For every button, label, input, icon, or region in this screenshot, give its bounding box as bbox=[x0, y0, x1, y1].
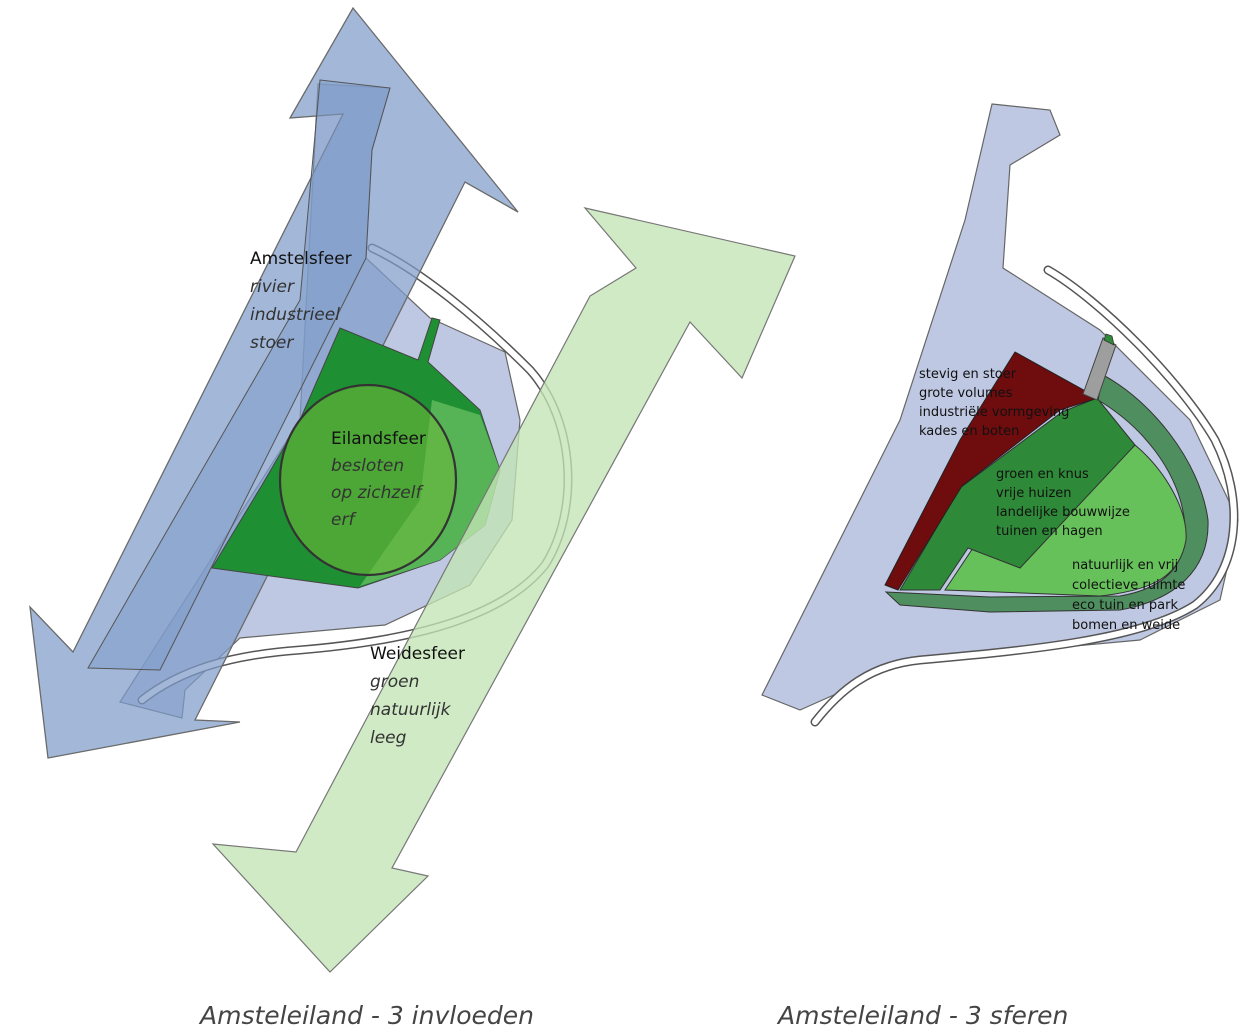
left-diagram: Amstelsfeer rivier industrieel stoer Eil… bbox=[29, 6, 796, 1030]
red-zone bbox=[884, 351, 1100, 591]
zone-red-line-4: kades en boten bbox=[919, 424, 1019, 439]
weidesfeer-line-1: groen bbox=[370, 672, 419, 692]
eilandsfeer-line-1: besloten bbox=[331, 456, 404, 476]
amstel-river-strip bbox=[87, 79, 391, 671]
amstelsfeer-label: Amstelsfeer rivier industrieel stoer bbox=[250, 249, 352, 353]
zone-green-line-1: groen en knus bbox=[996, 467, 1089, 482]
zone-green-label: groen en knus vrije huizen landelijke bo… bbox=[996, 467, 1130, 539]
zone-light-line-4: bomen en weide bbox=[1072, 618, 1180, 633]
eilandsfeer-title: Eilandsfeer bbox=[331, 429, 426, 449]
weidesfeer-title: Weidesfeer bbox=[370, 644, 465, 664]
weidesfeer-label: Weidesfeer groen natuurlijk leeg bbox=[370, 644, 465, 748]
zone-red-line-1: stevig en stoer bbox=[919, 367, 1017, 382]
weide-arrow bbox=[211, 207, 796, 973]
zone-green-line-4: tuinen en hagen bbox=[996, 524, 1103, 539]
zone-light-line-1: natuurlijk en vrij bbox=[1072, 558, 1178, 573]
amstelsfeer-title: Amstelsfeer bbox=[250, 249, 352, 269]
zone-red-line-2: grote volumes bbox=[919, 386, 1013, 401]
weidesfeer-line-3: leeg bbox=[370, 728, 407, 748]
zone-red-line-3: industriële vormgeving bbox=[919, 405, 1069, 420]
zone-red-label: stevig en stoer grote volumes industriël… bbox=[919, 367, 1069, 439]
zone-light-line-3: eco tuin en park bbox=[1072, 598, 1178, 613]
zone-green-line-2: vrije huizen bbox=[996, 486, 1072, 501]
eilandsfeer-line-2: op zichzelf bbox=[331, 483, 424, 503]
caption-left: Amsteleiland - 3 invloeden bbox=[198, 1001, 534, 1030]
zone-green-line-3: landelijke bouwwijze bbox=[996, 505, 1130, 520]
right-diagram: stevig en stoer grote volumes industriël… bbox=[761, 103, 1239, 1030]
amstelsfeer-line-2: industrieel bbox=[250, 305, 340, 325]
eilandsfeer-line-3: erf bbox=[331, 510, 357, 530]
mid-green-zone bbox=[899, 397, 1136, 591]
eiland-circle bbox=[278, 383, 458, 577]
zone-light-label: natuurlijk en vrij colectieve ruimte eco… bbox=[1072, 558, 1185, 633]
amstelsfeer-line-3: stoer bbox=[250, 333, 294, 353]
zone-light-line-2: colectieve ruimte bbox=[1072, 578, 1185, 593]
dark-green-band bbox=[884, 374, 1209, 613]
weidesfeer-line-2: natuurlijk bbox=[370, 700, 452, 720]
caption-right: Amsteleiland - 3 sferen bbox=[776, 1001, 1068, 1030]
amstelsfeer-line-1: rivier bbox=[250, 277, 295, 297]
eilandsfeer-label: Eilandsfeer besloten op zichzelf erf bbox=[331, 429, 426, 530]
green-tip bbox=[1103, 333, 1115, 346]
